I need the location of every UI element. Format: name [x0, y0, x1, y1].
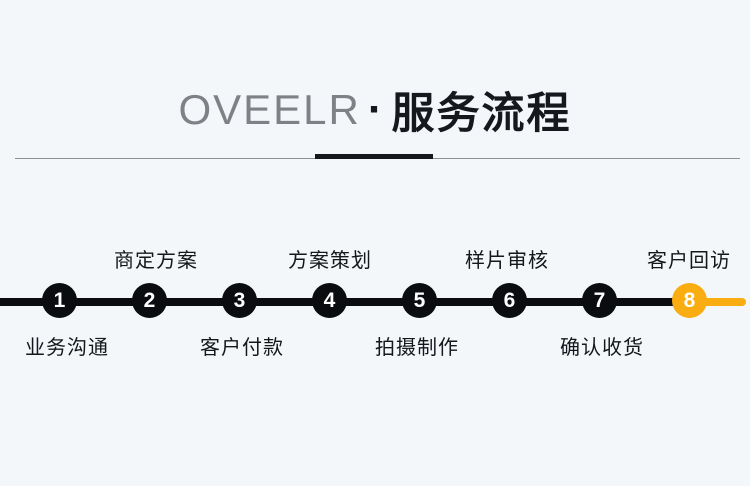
step-label-8: 客户回访: [647, 250, 731, 272]
timeline-track-highlight: [690, 298, 746, 306]
step-label-1: 业务沟通: [25, 337, 109, 359]
page-title: OVEELR · 服务流程: [0, 84, 750, 138]
step-label-7: 确认收货: [560, 337, 644, 359]
step-label-3: 客户付款: [200, 337, 284, 359]
divider-accent-bar: [315, 154, 433, 159]
step-label-4: 方案策划: [288, 250, 372, 272]
step-node-8-highlighted: 8: [672, 283, 707, 318]
title-separator-dot: ·: [367, 85, 383, 134]
step-node-3: 3: [222, 283, 257, 318]
step-label-6: 样片审核: [465, 250, 549, 272]
step-node-5: 5: [402, 283, 437, 318]
step-label-2: 商定方案: [114, 250, 198, 272]
step-node-7: 7: [582, 283, 617, 318]
title-text: 服务流程: [391, 90, 572, 138]
step-node-6: 6: [492, 283, 527, 318]
step-label-5: 拍摄制作: [375, 337, 459, 359]
step-node-1: 1: [42, 283, 77, 318]
step-node-4: 4: [312, 283, 347, 318]
brand-name: OVEELR: [178, 86, 361, 133]
step-node-2: 2: [132, 283, 167, 318]
